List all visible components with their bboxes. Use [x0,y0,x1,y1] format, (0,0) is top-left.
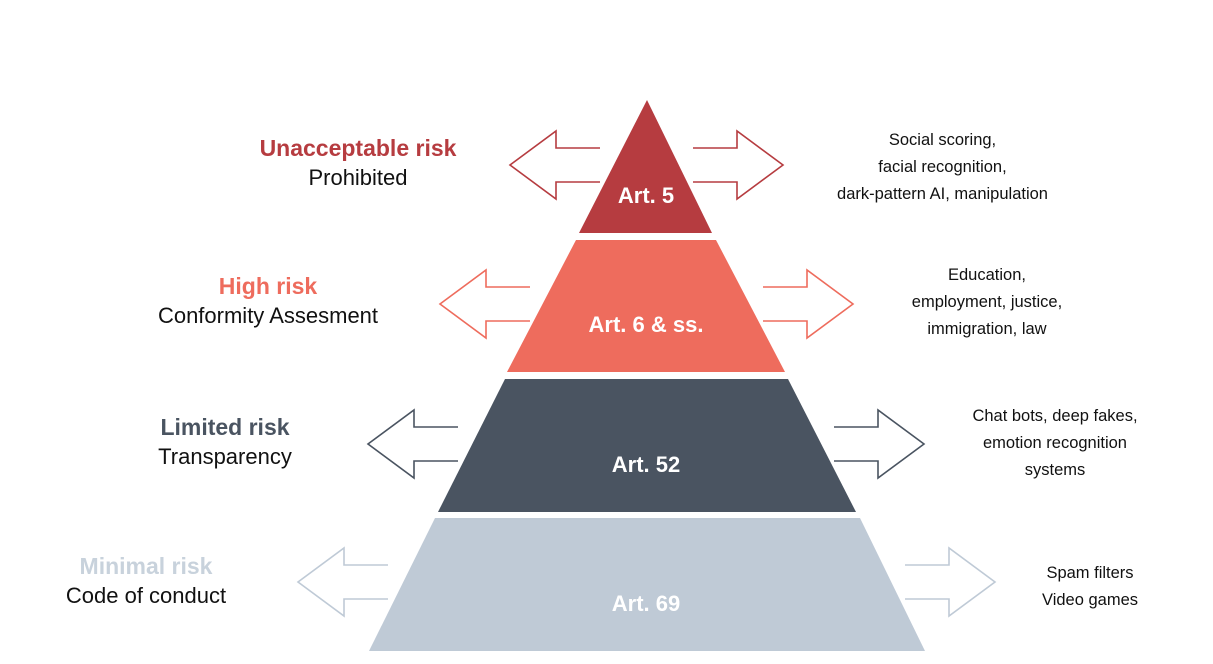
risk-obligation: Conformity Assesment [157,303,379,328]
tier-label-limited: Limited risk Transparency [95,412,355,472]
arrow-right-icon [834,408,926,480]
tier-examples-minimal: Spam filters Video games [1020,560,1160,614]
tier-label-high: High risk Conformity Assesment [118,271,418,331]
article-label: Art. 5 [618,183,674,208]
tier-label-minimal: Minimal risk Code of conduct [16,551,276,611]
tier-minimal [369,518,925,651]
arrow-right-icon [905,546,997,618]
tier-label-unacceptable: Unacceptable risk Prohibited [218,133,498,193]
example-line: Spam filters [1046,564,1134,582]
arrow-right-icon [693,129,785,201]
example-line: facial recognition, [878,158,1007,176]
risk-obligation: Transparency [158,444,292,469]
arrow-left-icon [366,408,458,480]
article-label: Art. 6 & ss. [589,312,704,337]
arrow-left-icon [438,268,530,340]
tier-examples-limited: Chat bots, deep fakes, emotion recogniti… [938,403,1172,484]
risk-level-title: Limited risk [160,414,290,440]
risk-level-title: Minimal risk [79,553,213,579]
example-line: Chat bots, deep fakes, [972,407,1138,425]
risk-level-title: High risk [218,273,318,299]
article-label: Art. 69 [612,591,680,616]
arrow-left-icon [296,546,388,618]
tier-examples-unacceptable: Social scoring, facial recognition, dark… [800,127,1085,208]
article-label: Art. 52 [612,452,680,477]
tier-limited [438,379,856,512]
example-line: Education, [948,266,1026,284]
example-line: dark-pattern AI, manipulation [837,185,1048,203]
risk-level-title: Unacceptable risk [259,135,457,161]
risk-obligation: Code of conduct [65,583,227,608]
risk-obligation: Prohibited [308,165,408,190]
tier-high [507,240,785,372]
example-line: emotion recognition [982,434,1127,452]
example-line: Video games [1041,591,1138,609]
example-line: immigration, law [927,320,1047,338]
example-line: systems [1024,461,1086,479]
tier-examples-high: Education, employment, justice, immigrat… [872,262,1102,343]
tier-unacceptable [579,100,712,233]
example-line: employment, justice, [911,293,1063,311]
arrow-right-icon [763,268,855,340]
example-line: Social scoring, [888,131,997,149]
arrow-left-icon [508,129,600,201]
